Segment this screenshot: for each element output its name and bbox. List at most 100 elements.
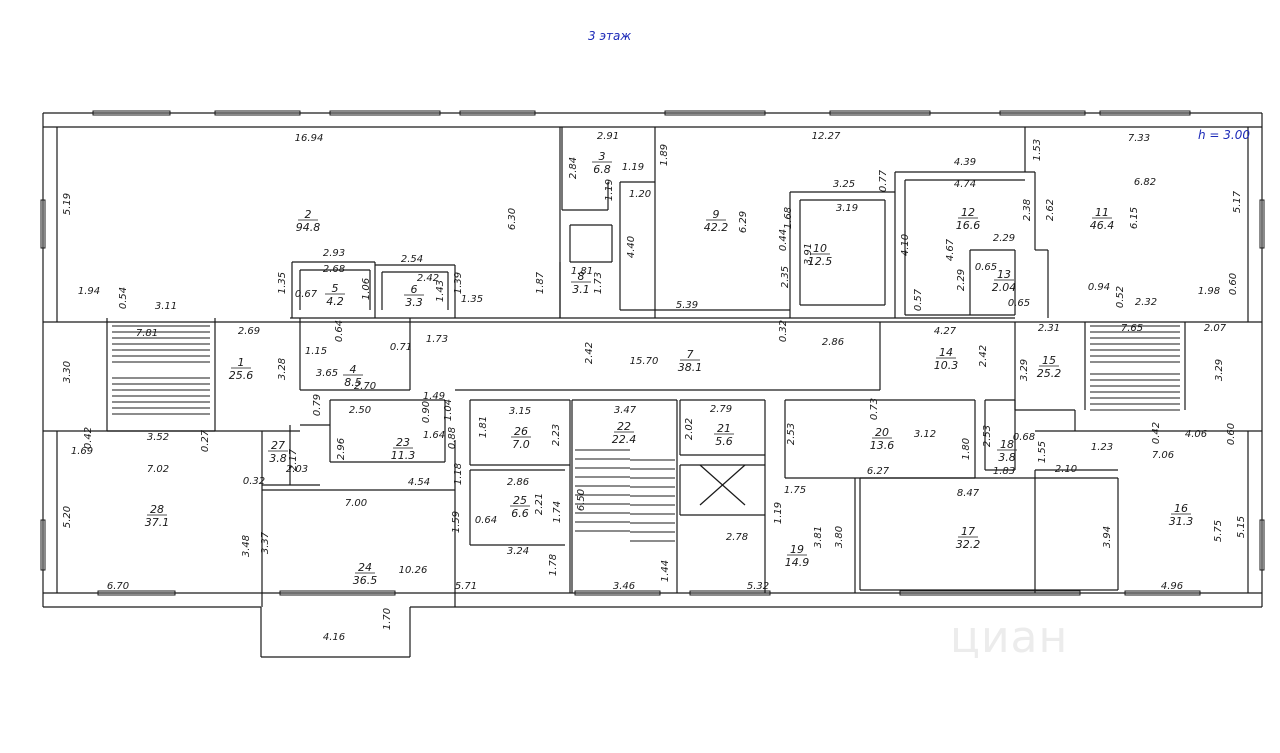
room-area: 7.0 — [512, 438, 530, 451]
dimension-value: 1.23 — [1091, 442, 1113, 453]
dimension-value: 1.89 — [659, 144, 670, 166]
room-number: 11 — [1095, 206, 1109, 219]
dimension-value: 0.60 — [1226, 423, 1237, 445]
room-number: 2 — [305, 208, 312, 221]
room-label-18: 183.8 — [997, 438, 1017, 464]
dimension-value: 2.42 — [417, 273, 439, 284]
dimension-value: 2.93 — [323, 248, 345, 259]
dimension-value: 4.06 — [1185, 429, 1207, 440]
dimension-value: 6.82 — [1134, 177, 1156, 188]
window — [214, 110, 301, 116]
dimension-value: 3.30 — [62, 361, 73, 383]
room-area: 2.04 — [992, 281, 1017, 294]
room-area: 3.8 — [269, 452, 287, 465]
room-area: 6.8 — [593, 163, 611, 176]
dimension-value: 2.29 — [956, 269, 967, 291]
dimension-value: 2.91 — [597, 131, 619, 142]
dimension-value: 3.65 — [316, 368, 338, 379]
dimension-value: 2.23 — [551, 424, 562, 446]
dimension-value: 4.27 — [934, 326, 957, 337]
window — [40, 519, 46, 571]
room-area: 25.2 — [1037, 367, 1062, 380]
room-label-9: 942.2 — [704, 208, 729, 234]
room-number: 21 — [717, 422, 731, 435]
dimension-value: 4.74 — [954, 179, 976, 190]
dimension-value: 0.88 — [447, 427, 458, 449]
dimension-value: 0.32 — [778, 320, 789, 342]
room-number: 20 — [875, 426, 889, 439]
room-label-21: 215.6 — [714, 422, 734, 448]
dimension-value: 7.33 — [1128, 133, 1150, 144]
room-area: 22.4 — [612, 433, 637, 446]
dimension-value: 3.94 — [1102, 526, 1113, 548]
walls — [42, 112, 1263, 658]
dimension-value: 1.19 — [773, 502, 784, 524]
dimension-value: 7.65 — [1121, 323, 1143, 334]
floor-title: 3 этаж — [588, 29, 632, 43]
window — [279, 590, 396, 596]
room-number: 8 — [578, 270, 585, 283]
dimension-value: 1.81 — [478, 416, 489, 438]
dimension-value: 4.67 — [945, 238, 956, 261]
room-area: 38.1 — [678, 361, 703, 374]
dimension-value: 8.47 — [957, 488, 980, 499]
dimension-value: 3.11 — [155, 301, 177, 312]
dimension-value: 4.54 — [408, 477, 430, 488]
dimension-value: 1.75 — [784, 485, 806, 496]
dimension-value: 3.29 — [1214, 359, 1225, 381]
room-number: 13 — [997, 268, 1011, 281]
dimension-value: 0.57 — [913, 288, 924, 311]
room-number: 17 — [961, 525, 975, 538]
dimension-value: 2.35 — [780, 266, 791, 288]
room-number: 18 — [1000, 438, 1014, 451]
room-area: 94.8 — [296, 221, 321, 234]
dimension-value: 4.39 — [954, 157, 976, 168]
room-label-8: 83.1 — [571, 270, 591, 296]
room-number: 15 — [1042, 354, 1056, 367]
dimension-value: 5.19 — [62, 193, 73, 215]
room-area: 42.2 — [704, 221, 729, 234]
dimension-value: 1.35 — [277, 272, 288, 294]
dimension-value: 3.25 — [833, 179, 855, 190]
dimension-value: 2.62 — [1045, 199, 1056, 221]
dimension-value: 1.35 — [461, 294, 483, 305]
room-number: 24 — [358, 561, 372, 574]
room-area: 37.1 — [145, 516, 170, 529]
window — [689, 590, 771, 596]
dimension-value: 0.94 — [1088, 282, 1110, 293]
window — [329, 110, 441, 116]
dimension-value: 3.52 — [147, 432, 169, 443]
dimension-value: 4.16 — [323, 632, 345, 643]
dimension-value: 3.37 — [260, 531, 271, 554]
window — [459, 110, 536, 116]
room-area: 6.6 — [511, 507, 529, 520]
dimension-value: 1.18 — [453, 463, 464, 485]
room-area: 12.5 — [808, 255, 833, 268]
dimension-value: 2.02 — [684, 418, 695, 440]
dimension-value: 3.81 — [813, 526, 824, 548]
dimension-value: 1.73 — [593, 272, 604, 294]
dimension-value: 2.31 — [1038, 323, 1060, 334]
room-number: 10 — [813, 242, 827, 255]
dimension-value: 2.42 — [978, 345, 989, 367]
room-label-2: 294.8 — [296, 208, 321, 234]
room-label-25: 256.6 — [510, 494, 530, 520]
room-area: 8.5 — [344, 376, 362, 389]
dimension-value: 0.64 — [475, 515, 497, 526]
room-number: 27 — [271, 439, 285, 452]
dimension-value: 15.70 — [630, 356, 659, 367]
room-label-4: 48.5 — [343, 363, 363, 389]
dimension-value: 4.40 — [626, 236, 637, 258]
dimension-value: 6.29 — [738, 211, 749, 233]
room-area: 16.6 — [956, 219, 981, 232]
room-number: 12 — [961, 206, 975, 219]
dimension-value: 2.07 — [1204, 323, 1227, 334]
